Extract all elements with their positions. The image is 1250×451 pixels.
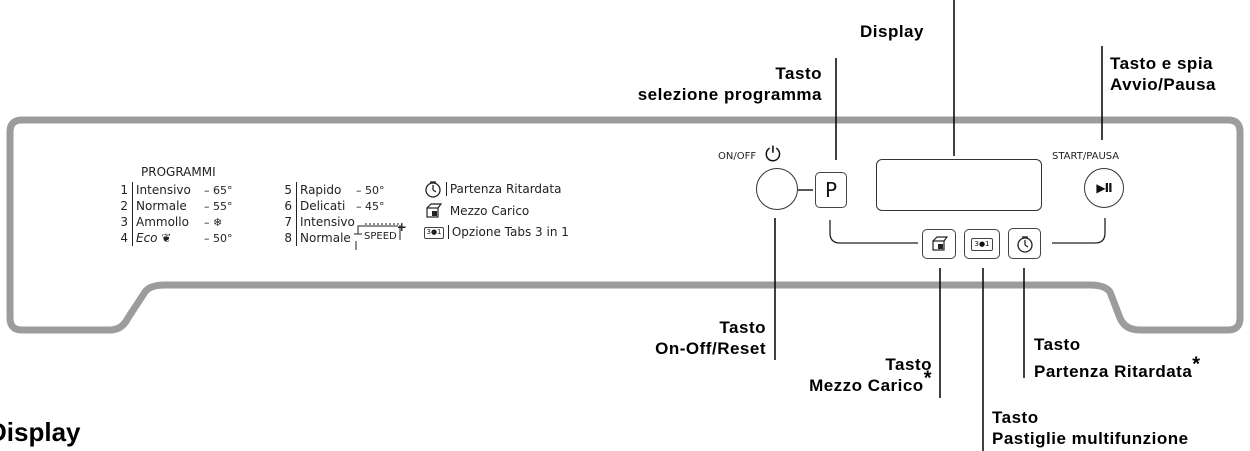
option-label: Partenza Ritardata [445, 181, 562, 196]
delayed-start-callout-text: Partenza Ritardata [1034, 362, 1193, 381]
speed-label: SPEED+ [364, 220, 407, 242]
half-load-callout: Tasto Mezzo Carico* [740, 354, 932, 396]
eco-label: Eco [136, 231, 158, 245]
programs-title: PROGRAMMI [141, 165, 216, 179]
program-name: Ammollo [132, 214, 204, 230]
tabs-icon: 3●1 [971, 237, 993, 251]
program-temp: – 50° [356, 184, 385, 197]
onoff-callout-line2: On-Off/Reset [655, 339, 766, 358]
tabs-icon: 3●1 [424, 226, 444, 239]
program-temp-value: 45° [365, 200, 385, 213]
program-name: Intensivo [132, 182, 204, 198]
onoff-callout-line1: Tasto [719, 318, 766, 337]
leaf-icon: ❦ [161, 231, 172, 245]
program-name: Delicati [296, 198, 356, 214]
program-temp-value: 50° [365, 184, 385, 197]
delayed-start-asterisk: * [1192, 353, 1201, 376]
play-pause-icon: ▶II [1096, 181, 1112, 195]
program-number: 5 [284, 183, 292, 197]
option-row: Partenza Ritardata [424, 180, 569, 202]
snowflake-icon: ❄ [213, 216, 223, 229]
program-row: 1 Intensivo– 65° [116, 182, 233, 198]
program-temp: – 45° [356, 200, 385, 213]
display-callout: Display [860, 22, 924, 41]
tabs-callout: Tasto Pastiglie multifunzione [992, 407, 1189, 449]
option-row: 3●1 Opzione Tabs 3 in 1 [424, 224, 569, 246]
program-select-callout-line2: selezione programma [637, 85, 822, 104]
option-label: Mezzo Carico [449, 203, 530, 218]
delayed-start-callout: Tasto Partenza Ritardata* [1034, 334, 1201, 382]
start-pause-button[interactable]: ▶II [1084, 168, 1124, 208]
half-load-callout-line2: Mezzo Carico* [740, 368, 932, 396]
start-pause-callout: Tasto e spia Avvio/Pausa [1110, 53, 1216, 95]
program-number: 6 [284, 199, 292, 213]
options-legend: Partenza Ritardata Mezzo Carico 3●1 Opzi… [424, 180, 569, 246]
speed-text: SPEED [364, 231, 397, 242]
program-number: 8 [284, 231, 292, 245]
program-number: 1 [120, 183, 128, 197]
speed-plus: + [396, 220, 407, 234]
program-temp-value: 55° [213, 200, 233, 213]
half-load-icon [932, 236, 948, 251]
tabs-button[interactable]: 3●1 [964, 229, 1000, 259]
onoff-button[interactable] [756, 168, 798, 210]
half-load-asterisk: * [923, 367, 932, 390]
programs-column-2: 5 Rapido– 50° 6 Delicati– 45° 7 Intensivo 8… [280, 182, 385, 246]
program-row: 6 Delicati– 45° [280, 198, 385, 214]
program-name: Intensivo [296, 214, 355, 230]
program-select-label: P [824, 178, 838, 202]
programs-column-1: 1 Intensivo– 65° 2 Normale– 55° 3 Ammollo– … [116, 182, 233, 246]
program-select-button[interactable]: P [815, 172, 847, 208]
program-name: Normale [132, 198, 204, 214]
section-heading: Display [0, 417, 81, 447]
onoff-callout: Tasto On-Off/Reset [560, 317, 766, 359]
power-icon: ⏻ [765, 142, 781, 166]
program-row: 5 Rapido– 50° [280, 182, 385, 198]
start-pause-callout-line2: Avvio/Pausa [1110, 75, 1216, 94]
tabs-callout-line1: Tasto [992, 408, 1039, 427]
program-number: 4 [120, 231, 128, 245]
clock-icon [1016, 235, 1033, 253]
program-row: 3 Ammollo– ❄ [116, 214, 233, 230]
half-load-button[interactable] [922, 229, 956, 259]
option-label: Opzione Tabs 3 in 1 [447, 225, 569, 239]
program-temp-value: 65° [213, 184, 233, 197]
program-select-callout: Tasto selezione programma [560, 63, 822, 105]
program-name: Eco ❦ [132, 230, 204, 246]
start-pause-label: START/PAUSA [1052, 151, 1120, 162]
delayed-start-callout-line1: Tasto [1034, 335, 1081, 354]
program-number: 2 [120, 199, 128, 213]
onoff-label: ON/OFF [718, 151, 757, 162]
program-row: 2 Normale– 55° [116, 198, 233, 214]
program-temp: – 50° [204, 232, 233, 245]
program-temp: – ❄ [204, 216, 223, 229]
program-number: 7 [284, 215, 292, 229]
program-temp-value: 50° [213, 232, 233, 245]
half-load-callout-text: Mezzo Carico [809, 376, 924, 395]
clock-icon [425, 181, 441, 198]
start-pause-callout-line1: Tasto e spia [1110, 54, 1213, 73]
program-select-callout-line1: Tasto [775, 64, 822, 83]
program-name: Rapido [296, 182, 356, 198]
display-screen [876, 159, 1042, 211]
program-row: 8 Normale [280, 230, 385, 246]
option-row: Mezzo Carico [424, 202, 569, 224]
program-row: 7 Intensivo [280, 214, 385, 230]
program-number: 3 [120, 215, 128, 229]
program-temp: – 65° [204, 184, 233, 197]
delayed-start-button[interactable] [1008, 228, 1041, 259]
delayed-start-callout-line2: Partenza Ritardata* [1034, 354, 1201, 382]
half-load-icon [426, 203, 443, 218]
program-name: Normale [296, 230, 351, 246]
tabs-callout-line2: Pastiglie multifunzione [992, 429, 1189, 448]
half-load-callout-line1: Tasto [885, 355, 932, 374]
program-temp: – 55° [204, 200, 233, 213]
